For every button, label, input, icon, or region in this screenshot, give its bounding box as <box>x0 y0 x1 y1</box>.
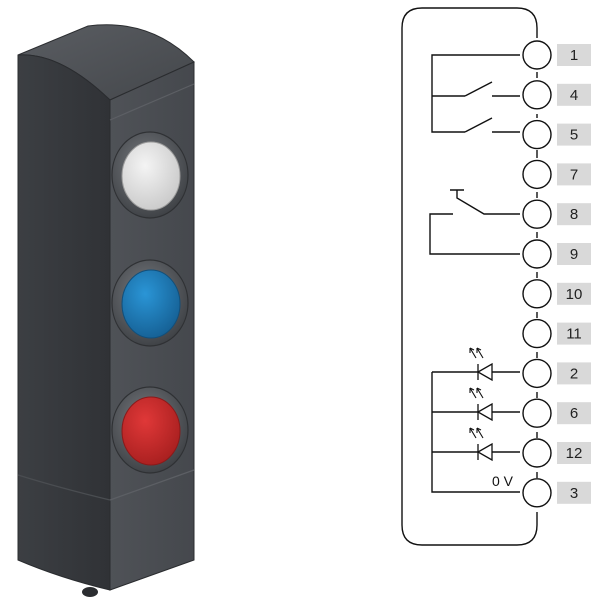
housing-seam-lower <box>109 469 195 501</box>
red-pushbutton[interactable] <box>121 396 181 466</box>
housing-seam <box>109 83 195 121</box>
pin-label: 3 <box>570 485 578 502</box>
led-icon <box>469 387 493 422</box>
enclosure-outline <box>401 7 538 546</box>
pin-label: 1 <box>570 47 578 64</box>
pin-label-box <box>557 362 591 385</box>
switch-1-contact <box>464 81 493 97</box>
pin-label-box <box>557 44 591 66</box>
pin-label-box <box>557 203 591 226</box>
pin-label: 8 <box>570 206 578 223</box>
housing-side <box>17 54 111 591</box>
pin-label-box <box>557 322 591 345</box>
terminal-11 <box>522 318 552 349</box>
led-icon <box>469 427 493 462</box>
ground-label: 0 V <box>492 473 514 489</box>
blue-pushbutton[interactable] <box>121 269 181 339</box>
pin-label: 4 <box>570 87 578 104</box>
terminal-12 <box>522 438 552 468</box>
pin-label-box <box>557 481 591 504</box>
button-white-assembly <box>111 131 189 219</box>
terminal-9 <box>522 239 552 269</box>
housing-seam-lower-side <box>17 474 111 501</box>
pin-label: 7 <box>570 166 578 183</box>
button-blue-assembly <box>111 259 189 347</box>
pin-label-box <box>557 83 591 106</box>
pin-label-box <box>557 243 591 265</box>
pin-label-box <box>557 123 591 146</box>
pin-label-box <box>557 163 591 186</box>
pin-label-box <box>557 282 591 305</box>
cable-connector <box>82 587 98 597</box>
terminal-1 <box>522 40 552 70</box>
button-red-assembly <box>111 386 189 474</box>
terminal-7 <box>522 159 552 190</box>
terminal-6 <box>522 398 552 428</box>
pin-label: 5 <box>570 127 578 144</box>
changeover-contact <box>450 189 520 215</box>
terminal-5 <box>522 119 552 150</box>
wiring-diagram <box>401 7 538 546</box>
led-icon <box>469 347 493 382</box>
terminal-3 <box>522 478 552 508</box>
pin-label: 2 <box>570 365 578 382</box>
switch-2-contact <box>464 117 493 133</box>
pin-label: 12 <box>566 445 583 462</box>
pin-label-box <box>557 402 591 425</box>
terminal-block: 1 4 5 7 8 9 10 11 2 6 12 3 <box>522 40 591 508</box>
pin-label: 9 <box>570 246 578 263</box>
terminal-2 <box>522 358 552 389</box>
terminal-10 <box>522 279 552 309</box>
led-symbols <box>469 347 493 462</box>
terminal-8 <box>522 199 552 229</box>
switch-common-wire <box>431 54 520 133</box>
terminal-4 <box>522 80 552 110</box>
pin-label: 10 <box>566 286 583 303</box>
pin-label-box <box>557 442 591 464</box>
control-station <box>17 24 195 597</box>
white-pushbutton[interactable] <box>121 141 181 211</box>
changeover-wire <box>429 213 520 255</box>
pin-label: 11 <box>566 326 582 343</box>
pin-label: 6 <box>570 405 578 422</box>
